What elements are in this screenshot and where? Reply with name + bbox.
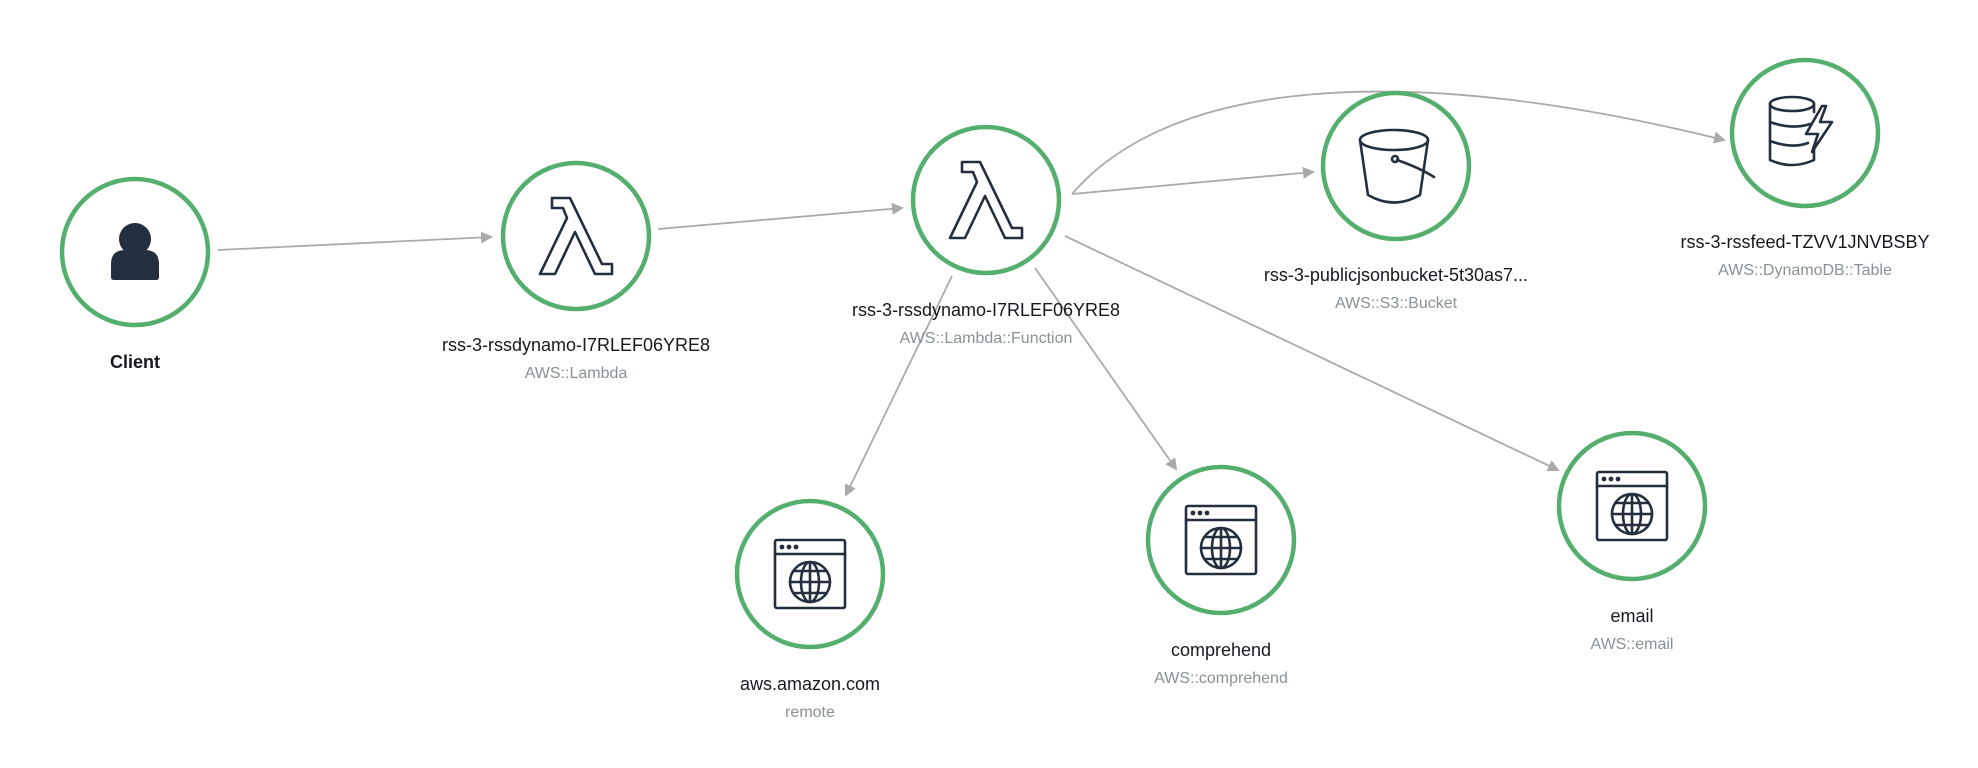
node-ring [1729,57,1881,209]
edge-lambda-function-to-remote[interactable] [844,275,953,497]
node-name: aws.amazon.com [740,674,880,694]
node-type: AWS::S3::Bucket [1335,295,1458,312]
node-client[interactable]: Client [59,176,211,372]
node-ring [1320,90,1472,242]
edge-lambda-function-to-email[interactable] [1064,235,1560,472]
node-email[interactable]: email AWS::email [1556,430,1708,653]
edge-lambda-function-to-dynamodb-table[interactable] [1071,90,1726,195]
edges [217,90,1726,497]
node-lambda-function[interactable]: rss-3-rssdynamo-I7RLEF06YRE8 AWS::Lambda… [852,124,1120,347]
node-type: AWS::comprehend [1154,670,1288,687]
node-name: email [1610,606,1653,626]
dynamodb-icon [1768,95,1834,167]
edge-lambda-function-to-s3-bucket[interactable] [1071,166,1315,195]
user-icon [111,223,159,280]
node-dynamodb-table[interactable]: rss-3-rssfeed-TZVV1JNVBSBY AWS::DynamoDB… [1680,57,1930,279]
node-comprehend[interactable]: comprehend AWS::comprehend [1145,464,1297,687]
node-type: AWS::email [1591,636,1674,653]
lambda-icon [948,160,1024,240]
node-type: remote [785,704,835,721]
edge-lambda-to-lambda-function[interactable] [657,202,904,230]
node-lambda[interactable]: rss-3-rssdynamo-I7RLEF06YRE8 AWS::Lambda [442,160,710,382]
node-name: comprehend [1171,640,1271,660]
node-name: rss-3-rssdynamo-I7RLEF06YRE8 [442,335,710,355]
node-name: rss-3-publicjsonbucket-5t30as7... [1264,265,1528,285]
edge-client-to-lambda[interactable] [217,231,493,251]
globe-window-icon [1595,470,1669,542]
node-name: rss-3-rssdynamo-I7RLEF06YRE8 [852,300,1120,320]
node-name: Client [110,352,160,372]
node-remote[interactable]: aws.amazon.com remote [734,498,886,721]
bucket-icon [1358,128,1436,204]
node-type: AWS::Lambda [525,365,628,382]
globe-window-icon [773,538,847,610]
edge-lambda-function-to-comprehend[interactable] [1034,267,1178,471]
node-type: AWS::DynamoDB::Table [1718,262,1892,279]
globe-window-icon [1184,504,1258,576]
node-name: rss-3-rssfeed-TZVV1JNVBSBY [1680,232,1929,252]
node-s3-bucket[interactable]: rss-3-publicjsonbucket-5t30as7... AWS::S… [1264,90,1528,312]
lambda-icon [538,196,614,276]
node-type: AWS::Lambda::Function [900,330,1073,347]
